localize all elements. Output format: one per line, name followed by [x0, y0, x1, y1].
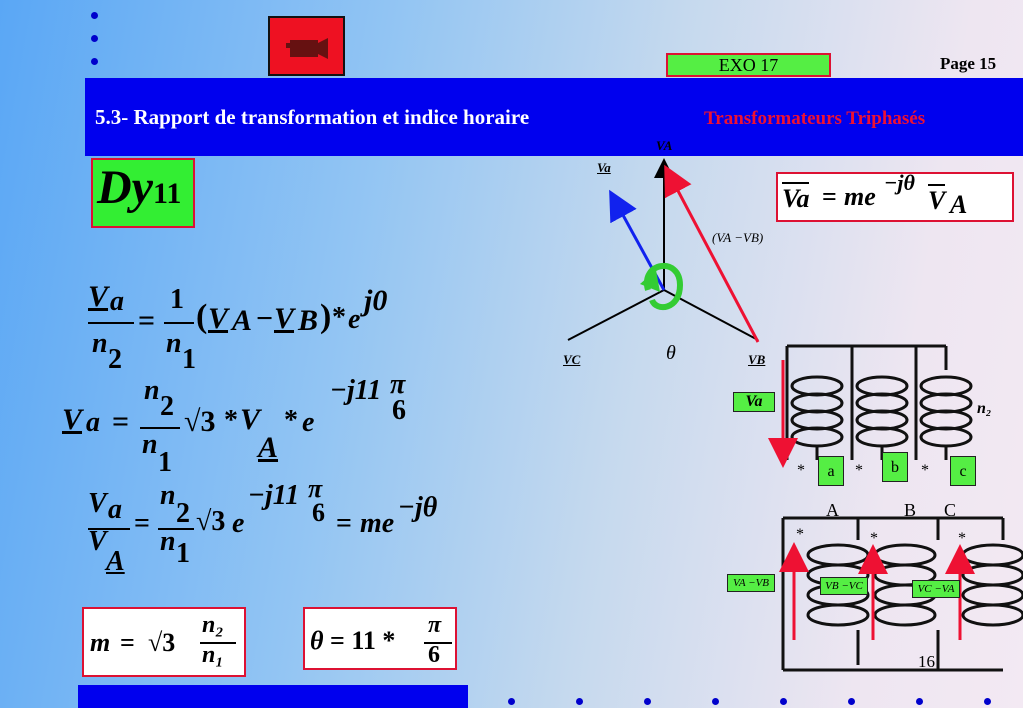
star-a: * — [797, 462, 805, 479]
winding-B: B — [904, 500, 917, 520]
bullet — [91, 35, 98, 42]
section-title: 5.3- Rapport de transformation et indice… — [95, 105, 530, 129]
phasor-label-diff: (VA −VB) — [712, 230, 764, 245]
slide-number: 16 — [918, 652, 935, 671]
phasor-diff-vector — [664, 164, 760, 343]
coupling-label: Dy11 — [97, 161, 182, 214]
bullet — [91, 12, 98, 19]
phasor-label-va: Va — [597, 160, 611, 175]
bullet — [712, 698, 719, 705]
exercise-label[interactable]: EXO 17 — [666, 53, 831, 77]
star-C: * — [958, 530, 966, 547]
phasor-label-vA: VA — [656, 138, 673, 153]
bullet — [644, 698, 651, 705]
bullet — [508, 698, 515, 705]
winding-c: c — [950, 456, 976, 486]
vector-relation-box — [776, 172, 1014, 222]
bullet — [91, 58, 98, 65]
subject-title: Transformateurs Triphasés — [704, 108, 926, 129]
bullet — [984, 698, 991, 705]
bullet — [916, 698, 923, 705]
bullet — [780, 698, 787, 705]
bullet — [576, 698, 583, 705]
coupling-box — [91, 158, 195, 228]
rotation-arrow-icon — [643, 263, 684, 311]
footer-bar — [78, 685, 468, 708]
bullet — [848, 698, 855, 705]
phasor-label-theta: θ — [666, 342, 676, 364]
n2-label: n₂ — [977, 400, 992, 417]
star-c: * — [921, 462, 929, 479]
star-A: * — [796, 526, 804, 543]
movie-button[interactable] — [268, 16, 345, 76]
winding-b: b — [882, 452, 908, 482]
label-vbc: VB −VC — [820, 577, 868, 595]
page-label: Page 15 — [940, 54, 997, 73]
phasor-vc-axis — [567, 289, 665, 341]
phasor-label-vC: VC — [563, 352, 581, 367]
label-vab: VA −VB — [727, 574, 775, 592]
winding-a: a — [818, 456, 844, 486]
secondary-windings — [785, 344, 973, 460]
phasor-label-vB: VB — [748, 352, 766, 367]
va-label: Va — [733, 392, 775, 412]
result-theta-box — [303, 607, 457, 670]
primary-windings — [781, 516, 1023, 672]
winding-C: C — [944, 500, 957, 520]
movie-camera-icon — [286, 38, 328, 59]
winding-A: A — [826, 500, 839, 520]
header-bar — [85, 78, 1023, 156]
star-b: * — [855, 462, 863, 479]
label-vca: VC −VA — [912, 580, 960, 598]
star-B: * — [870, 530, 878, 547]
